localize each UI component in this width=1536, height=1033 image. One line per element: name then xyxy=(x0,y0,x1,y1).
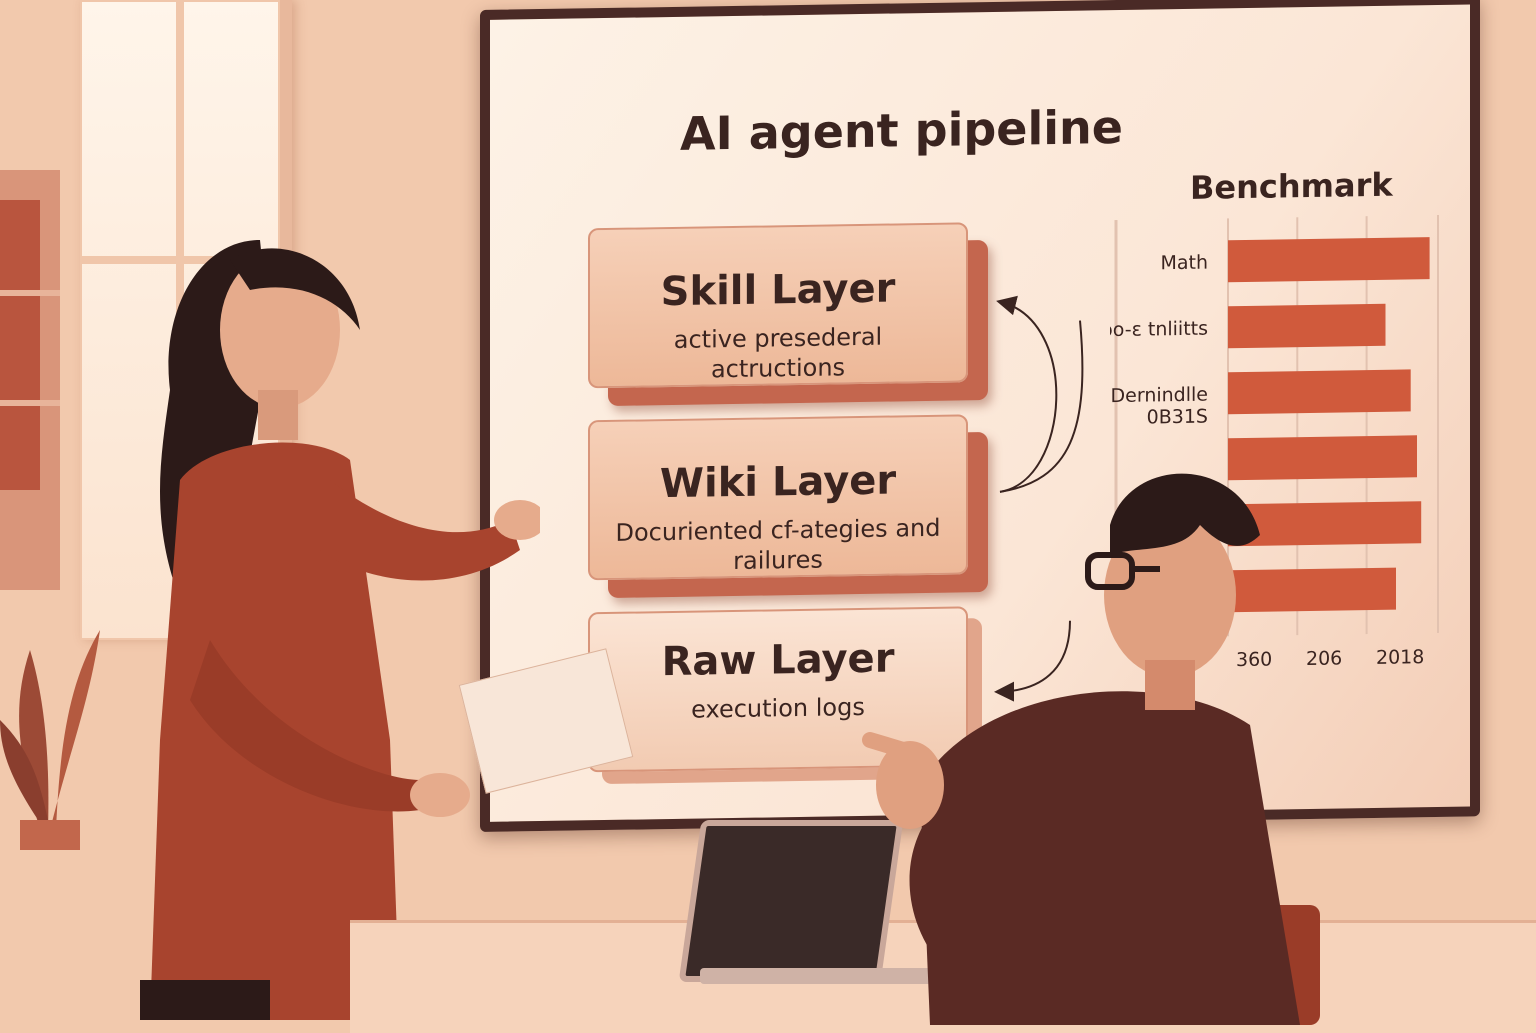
slide-title: AI agent pipeline xyxy=(680,99,1123,161)
benchmark-category-sublabel: 0B31S xyxy=(1147,406,1208,429)
benchmark-bar xyxy=(1228,501,1422,547)
skill-layer-description: active presederal actructions xyxy=(673,322,883,384)
presenter-woman xyxy=(140,240,540,1020)
skill-layer-name: Skill Layer xyxy=(660,265,896,316)
benchmark-bar xyxy=(1228,435,1417,481)
benchmark-category-label: Grοo-ε tnliitts xyxy=(1110,318,1208,342)
benchmark-bar xyxy=(1228,567,1396,613)
benchmark-bar xyxy=(1228,237,1430,283)
skill-layer-block: Skill Layer active presederal actruction… xyxy=(588,222,968,389)
benchmark-category-label: Dernindlle xyxy=(1111,384,1208,408)
arrow-to-raw xyxy=(994,620,1071,702)
arrow-raw-to-wiki xyxy=(999,320,1084,493)
benchmark-title: Benchmark xyxy=(1190,165,1393,207)
potted-plant xyxy=(0,630,100,850)
presentation-screen: AI agent pipeline Skill Layer active pre… xyxy=(480,0,1480,832)
benchmark-bar xyxy=(1228,303,1386,349)
arrow-wiki-to-skill xyxy=(996,295,1058,493)
seated-man xyxy=(862,473,1320,1025)
benchmark-bar xyxy=(1228,369,1411,415)
bookshelf xyxy=(0,170,60,590)
benchmark-x-tick-label: 360 xyxy=(1236,649,1272,672)
feedback-arrows xyxy=(994,295,1084,702)
benchmark-category-label: Math xyxy=(1160,252,1208,275)
benchmark-x-tick-label: 2018 xyxy=(1376,646,1424,669)
laptop-base xyxy=(700,968,960,984)
benchmark-x-tick-label: 206 xyxy=(1306,647,1342,670)
